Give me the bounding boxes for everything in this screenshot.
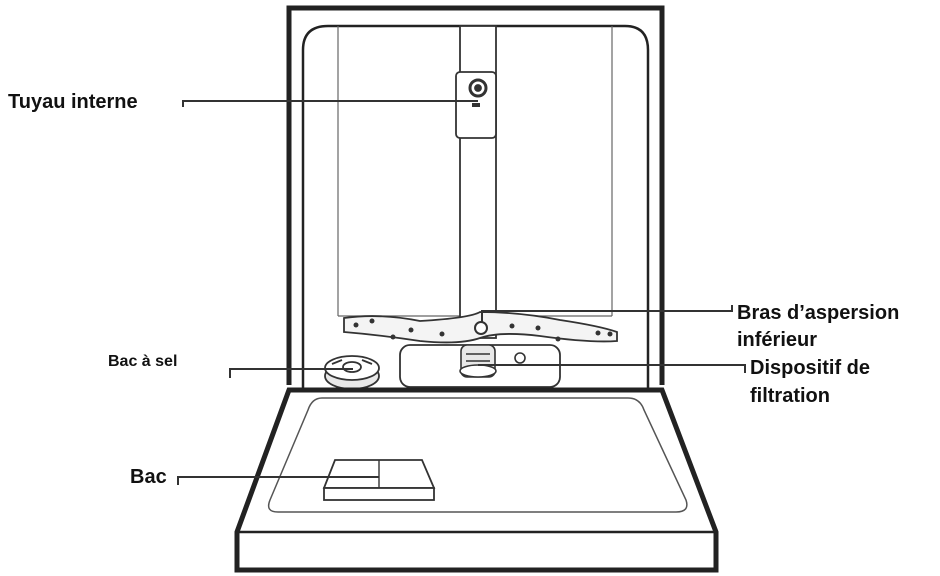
dispenser-front (323, 487, 435, 501)
door-inner-panel (267, 397, 688, 513)
door-outer (234, 387, 719, 573)
label-bac: Bac (130, 466, 167, 488)
leader-bac (177, 476, 379, 485)
filter-side-knob (514, 352, 526, 364)
door (234, 387, 719, 573)
label-tuyau-interne: Tuyau interne (8, 91, 138, 113)
leader-dispositif-filtration (478, 364, 746, 373)
filter-assembly (459, 344, 526, 378)
leader-lines (177, 100, 746, 485)
spray-arm-nozzles (353, 318, 613, 342)
leader-tuyau-interne (182, 100, 478, 107)
cabinet-outer-frame (286, 5, 665, 385)
salt-container (324, 355, 380, 390)
lower-spray-arm (343, 311, 618, 344)
label-dispositif-line2: filtration (750, 385, 830, 407)
internal-pipe (455, 25, 497, 339)
spray-arm-hub (474, 321, 488, 335)
pipe-bracket-slot (472, 103, 480, 107)
label-bras-aspersion-line2: inférieur (737, 329, 818, 351)
filter-ring (459, 364, 497, 378)
pipe-bracket-hole (474, 84, 482, 92)
leader-bac-a-sel (229, 368, 353, 378)
label-bras-aspersion-line1: Bras d’aspersion (737, 302, 900, 324)
label-dispositif-line1: Dispositif de (750, 357, 871, 379)
salt-cap-grip (331, 359, 373, 365)
leader-bras-aspersion (481, 305, 733, 322)
detergent-dispenser (322, 459, 436, 501)
salt-cap-center (342, 361, 362, 373)
label-bac-a-sel: Bac à sel (108, 353, 178, 370)
